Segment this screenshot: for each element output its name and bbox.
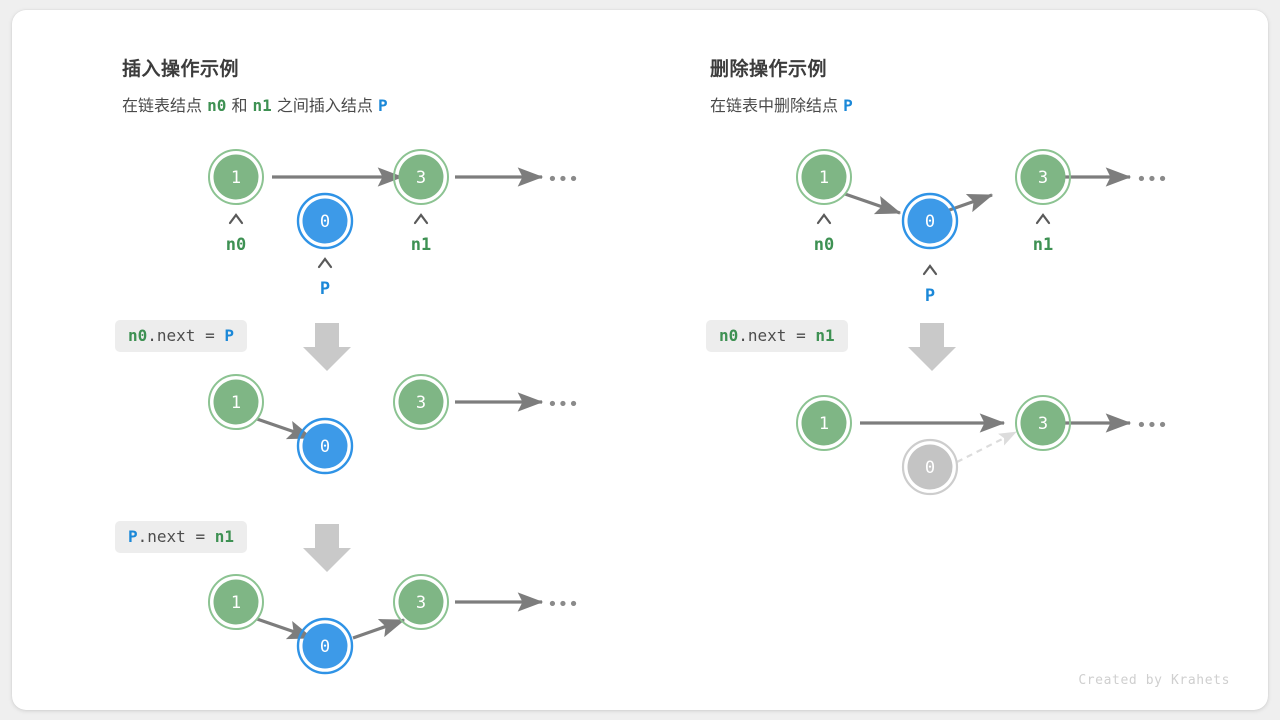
arrow-n0-to-p	[256, 417, 314, 440]
arrow-removed-node-dashed	[956, 431, 1017, 463]
arrow-n0-to-p	[256, 617, 314, 640]
node-n1: 3	[393, 574, 449, 630]
text-run: n0	[207, 96, 227, 115]
node-value: 3	[1038, 414, 1048, 434]
node-value: 0	[925, 458, 935, 478]
delete-panel-title: 删除操作示例	[710, 58, 828, 80]
text-run: n0	[128, 326, 148, 345]
attribution-text: Created by Krahets	[1078, 673, 1230, 688]
node-label-p: P	[925, 286, 935, 306]
node-p: 0	[296, 617, 354, 675]
text-run: n0	[719, 326, 739, 345]
code-label-insert-step2: P.next = n1	[115, 521, 247, 553]
down-arrow-insert-2	[303, 524, 351, 572]
caret-pointer-p	[922, 264, 938, 276]
arrow-p-to-n1	[940, 193, 994, 215]
code-label-insert-step1: n0.next = P	[115, 320, 247, 352]
arrow-p-to-n1	[352, 618, 406, 640]
down-arrow-insert-1	[303, 323, 351, 371]
caret-pointer-n1	[413, 213, 429, 225]
ellipsis-marker: •••	[547, 594, 579, 615]
text-run: 和	[226, 96, 253, 115]
insert-row-3: 1 0 3 •••	[208, 574, 579, 675]
node-label-n0: n0	[226, 235, 246, 255]
delete-panel-subtitle: 在链表中删除结点 P	[710, 92, 853, 116]
node-value: 1	[231, 168, 241, 188]
arrow-n0-to-p	[844, 192, 902, 215]
node-value: 0	[320, 637, 330, 657]
node-label-n0: n0	[814, 235, 834, 255]
node-n0: 1	[796, 395, 852, 451]
node-value: 3	[1038, 168, 1048, 188]
text-run: .next =	[137, 527, 215, 546]
node-n1: 3	[1015, 149, 1071, 205]
node-label-n1: n1	[411, 235, 431, 255]
node-value: 1	[819, 168, 829, 188]
diagram-card: 插入操作示例 在链表结点 n0 和 n1 之间插入结点 P 删除操作示例 在链表…	[12, 10, 1268, 710]
node-n0: 1	[208, 374, 264, 430]
insert-panel-title: 插入操作示例	[122, 58, 240, 80]
ellipsis-marker: •••	[1136, 169, 1168, 190]
text-run: .next =	[738, 326, 816, 345]
node-value: 1	[819, 414, 829, 434]
caret-pointer-n1	[1035, 213, 1051, 225]
node-p: 0	[296, 417, 354, 475]
text-run: n1	[815, 326, 835, 345]
node-value: 0	[320, 437, 330, 457]
text-run: n1	[252, 96, 272, 115]
node-value: 1	[231, 393, 241, 413]
node-label-n1: n1	[1033, 235, 1053, 255]
insert-panel-subtitle: 在链表结点 n0 和 n1 之间插入结点 P	[122, 92, 388, 116]
ellipsis-marker: •••	[1136, 415, 1168, 436]
text-run: 在链表结点	[122, 96, 208, 115]
insert-row-1: 1 n0 0 P 3 n1	[208, 149, 579, 299]
ellipsis-marker: •••	[547, 394, 579, 415]
node-n1: 3	[393, 374, 449, 430]
node-value: 3	[416, 593, 426, 613]
text-run: n1	[214, 527, 234, 546]
node-n0: 1	[796, 149, 852, 205]
text-run: P	[128, 527, 138, 546]
text-run: 之间插入结点	[271, 96, 378, 115]
node-value: 3	[416, 168, 426, 188]
text-run: 在链表中删除结点	[710, 96, 844, 115]
down-arrow-delete-1	[908, 323, 956, 371]
insert-row-2: 1 0 3 •••	[208, 374, 579, 475]
caret-pointer-p	[317, 257, 333, 269]
delete-row-1: 1 n0 0 P 3 n1 •••	[796, 149, 1168, 306]
delete-row-2: 1 0 3 •••	[796, 395, 1168, 496]
node-value: 1	[231, 593, 241, 613]
text-run: .next =	[147, 326, 225, 345]
node-value: 0	[320, 212, 330, 232]
node-n1: 3	[393, 149, 449, 205]
code-label-delete-step1: n0.next = n1	[706, 320, 848, 352]
node-value: 3	[416, 393, 426, 413]
node-p: 0	[901, 192, 959, 250]
node-label-p: P	[320, 279, 330, 299]
ellipsis-marker: •••	[547, 169, 579, 190]
caret-pointer-n0	[228, 213, 244, 225]
node-removed: 0	[901, 438, 959, 496]
caret-pointer-n0	[816, 213, 832, 225]
node-n0: 1	[208, 149, 264, 205]
node-n0: 1	[208, 574, 264, 630]
text-run: P	[224, 326, 234, 345]
text-run: P	[378, 96, 388, 115]
node-p: 0	[296, 192, 354, 250]
node-n1: 3	[1015, 395, 1071, 451]
node-value: 0	[925, 212, 935, 232]
text-run: P	[843, 96, 853, 115]
